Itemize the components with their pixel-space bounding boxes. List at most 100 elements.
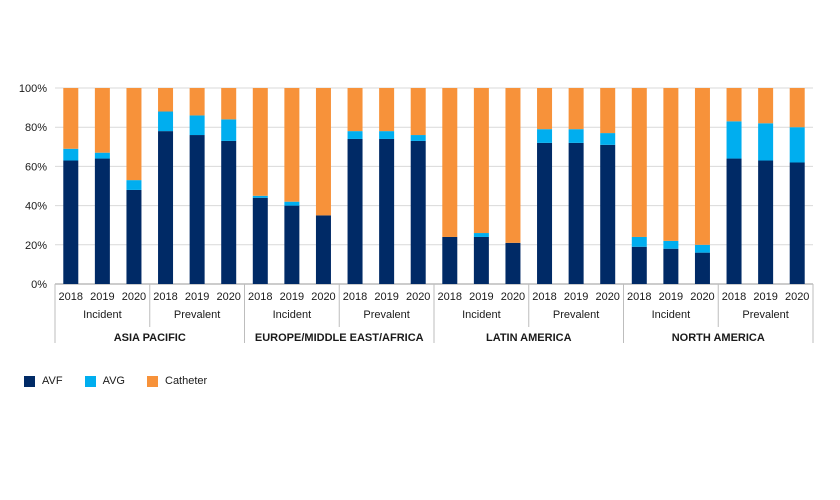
x-tick-label: 2018 bbox=[59, 291, 83, 303]
bar-segment-catheter bbox=[473, 88, 489, 234]
bar-segment-avf bbox=[505, 242, 521, 284]
legend-swatch-avf bbox=[24, 375, 35, 387]
bar-segment-catheter bbox=[568, 88, 584, 130]
bar-segment-avg bbox=[284, 201, 300, 206]
bar-segment-avg bbox=[473, 233, 489, 237]
bar-segment-catheter bbox=[347, 88, 363, 132]
group-label: Incident bbox=[273, 309, 312, 321]
x-tick-label: 2020 bbox=[785, 291, 809, 303]
bar-segment-avf bbox=[158, 131, 174, 284]
bar-segment-avg bbox=[663, 240, 679, 249]
bar-segment-avg bbox=[726, 121, 742, 159]
region-label: EUROPE/MIDDLE EAST/AFRICA bbox=[255, 332, 424, 344]
bar-segment-avf bbox=[694, 252, 710, 284]
x-tick-label: 2020 bbox=[311, 291, 335, 303]
bar-segment-avf bbox=[63, 160, 79, 284]
bar-segment-avg bbox=[63, 148, 79, 161]
region-label: ASIA PACIFIC bbox=[114, 332, 186, 344]
bar-segment-avg bbox=[600, 133, 616, 145]
group-label: Incident bbox=[652, 309, 691, 321]
bar-segment-avf bbox=[126, 189, 142, 284]
y-tick-label: 100% bbox=[19, 83, 47, 95]
bar-segment-avg bbox=[252, 195, 268, 198]
x-tick-label: 2020 bbox=[595, 291, 619, 303]
y-tick-label: 40% bbox=[25, 201, 47, 213]
bar-segment-catheter bbox=[505, 88, 521, 243]
x-tick-label: 2020 bbox=[406, 291, 430, 303]
x-tick-label: 2018 bbox=[532, 291, 556, 303]
bar-segment-avf bbox=[663, 248, 679, 284]
x-tick-label: 2020 bbox=[690, 291, 714, 303]
bar-segment-catheter bbox=[758, 88, 774, 124]
bar-segment-catheter bbox=[252, 88, 268, 196]
region-label: NORTH AMERICA bbox=[672, 332, 765, 344]
bar-segment-avg bbox=[379, 131, 395, 139]
legend-item-avg: AVG bbox=[84, 375, 125, 387]
x-tick-label: 2019 bbox=[659, 291, 683, 303]
bar-segment-avf bbox=[631, 246, 647, 284]
x-tick-label: 2019 bbox=[280, 291, 304, 303]
legend-label-avg: AVG bbox=[102, 375, 125, 387]
bar-segment-avg bbox=[568, 129, 584, 143]
bar-segment-catheter bbox=[189, 88, 205, 116]
y-tick-label: 0% bbox=[31, 279, 47, 291]
x-tick-label: 2019 bbox=[90, 291, 114, 303]
bar-segment-avf bbox=[726, 158, 742, 284]
bar-segment-avf bbox=[758, 160, 774, 284]
y-tick-label: 60% bbox=[25, 161, 47, 173]
bar-segment-avg bbox=[189, 115, 205, 136]
x-tick-label: 2020 bbox=[501, 291, 525, 303]
bar-segment-catheter bbox=[126, 88, 142, 181]
bar-segment-catheter bbox=[789, 88, 805, 128]
bar-segment-catheter bbox=[663, 88, 679, 241]
bar-segment-avg bbox=[94, 152, 110, 159]
bar-segment-catheter bbox=[694, 88, 710, 245]
legend-swatch-catheter bbox=[147, 375, 158, 387]
x-tick-label: 2019 bbox=[185, 291, 209, 303]
x-tick-label: 2018 bbox=[153, 291, 177, 303]
x-tick-label: 2018 bbox=[627, 291, 651, 303]
y-tick-label: 20% bbox=[25, 240, 47, 252]
bar-segment-catheter bbox=[600, 88, 616, 134]
bar-segment-catheter bbox=[284, 88, 300, 202]
group-label: Prevalent bbox=[742, 309, 788, 321]
region-label: LATIN AMERICA bbox=[486, 332, 572, 344]
bar-segment-avf bbox=[600, 144, 616, 284]
bar-segment-avg bbox=[126, 180, 142, 190]
bar-segment-avf bbox=[442, 236, 458, 284]
bar-segment-avf bbox=[221, 140, 237, 284]
bar-segment-avf bbox=[189, 135, 205, 284]
bar-segment-avf bbox=[568, 142, 584, 284]
x-tick-label: 2018 bbox=[248, 291, 272, 303]
group-label: Prevalent bbox=[553, 309, 599, 321]
bar-segment-avf bbox=[789, 162, 805, 284]
bar-segment-avg bbox=[694, 244, 710, 253]
bar-segment-catheter bbox=[63, 88, 79, 149]
bar-segment-avf bbox=[473, 236, 489, 284]
group-label: Prevalent bbox=[174, 309, 220, 321]
x-tick-label: 2018 bbox=[343, 291, 367, 303]
x-tick-label: 2018 bbox=[438, 291, 462, 303]
bar-segment-catheter bbox=[726, 88, 742, 122]
bar-segment-avf bbox=[315, 215, 331, 284]
bar-segment-avf bbox=[284, 205, 300, 284]
legend-label-catheter: Catheter bbox=[165, 375, 208, 387]
legend-item-avf: AVF bbox=[24, 375, 63, 387]
bar-segment-catheter bbox=[379, 88, 395, 132]
group-label: Incident bbox=[462, 309, 501, 321]
bar-segment-avg bbox=[789, 127, 805, 163]
bar-segment-catheter bbox=[442, 88, 458, 237]
legend-item-catheter: Catheter bbox=[147, 375, 207, 387]
x-tick-label: 2019 bbox=[753, 291, 777, 303]
x-tick-label: 2019 bbox=[469, 291, 493, 303]
bar-segment-catheter bbox=[410, 88, 426, 136]
bar-segment-avg bbox=[158, 111, 174, 132]
bar-segment-avg bbox=[347, 131, 363, 139]
bar-segment-avg bbox=[221, 119, 237, 141]
bar-segment-catheter bbox=[221, 88, 237, 120]
bar-segment-avf bbox=[379, 138, 395, 284]
x-tick-label: 2020 bbox=[216, 291, 240, 303]
x-tick-label: 2019 bbox=[374, 291, 398, 303]
bar-segment-catheter bbox=[631, 88, 647, 237]
